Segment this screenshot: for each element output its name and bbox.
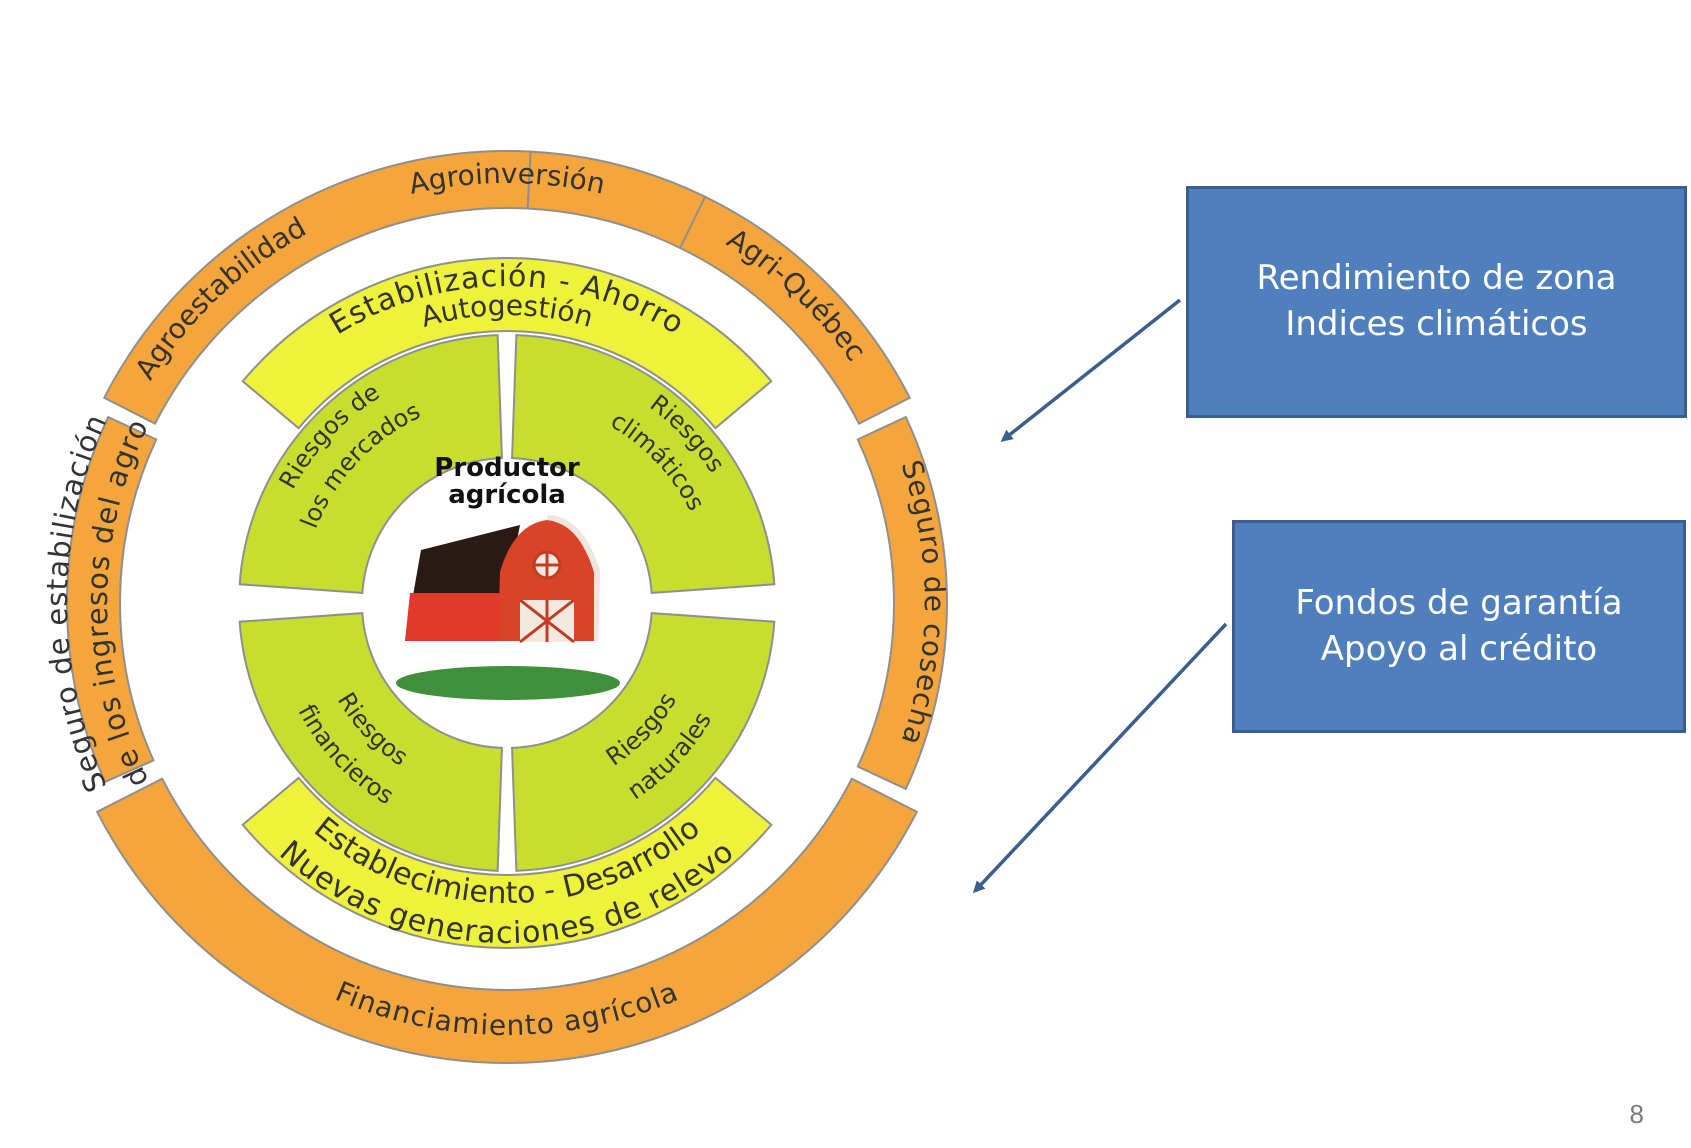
yellow-segment-stabilization	[241, 257, 773, 430]
outer-segment-agri-quebec	[678, 195, 912, 426]
risk-quadrant-climate	[511, 334, 776, 594]
callout-zone-yield: Rendimiento de zona Indices climáticos	[1186, 186, 1687, 418]
barn-icon	[396, 515, 620, 700]
center-title-line1: Productor	[434, 453, 580, 483]
agri-quebec-label: Agri-Québec	[721, 222, 872, 367]
risk-quadrant-markets	[238, 334, 503, 594]
yellow-segment-establishment	[241, 776, 773, 949]
page-number: 8	[1629, 1099, 1644, 1129]
center-title-line2: agrícola	[448, 480, 566, 510]
callout-zone-yield-line1: Rendimiento de zona	[1256, 258, 1617, 299]
callout-guarantee-funds-line2: Apoyo al crédito	[1320, 628, 1598, 669]
risk-quadrant-financial	[238, 612, 503, 872]
callout-guarantee-funds-line1: Fondos de garantía	[1295, 582, 1623, 623]
outer-segment-income-insurance	[66, 415, 158, 784]
outer-segment-agri-financing	[95, 777, 919, 1064]
outer-segment-crop-insurance	[856, 415, 948, 791]
callout-guarantee-funds: Fondos de garantía Apoyo al crédito	[1232, 520, 1686, 733]
callout-zone-yield-line2: Indices climáticos	[1285, 304, 1588, 344]
risk-quadrant-natural	[511, 612, 776, 872]
risk-diagram: Productor agrícola Riesgos de los mercad…	[40, 150, 950, 1064]
